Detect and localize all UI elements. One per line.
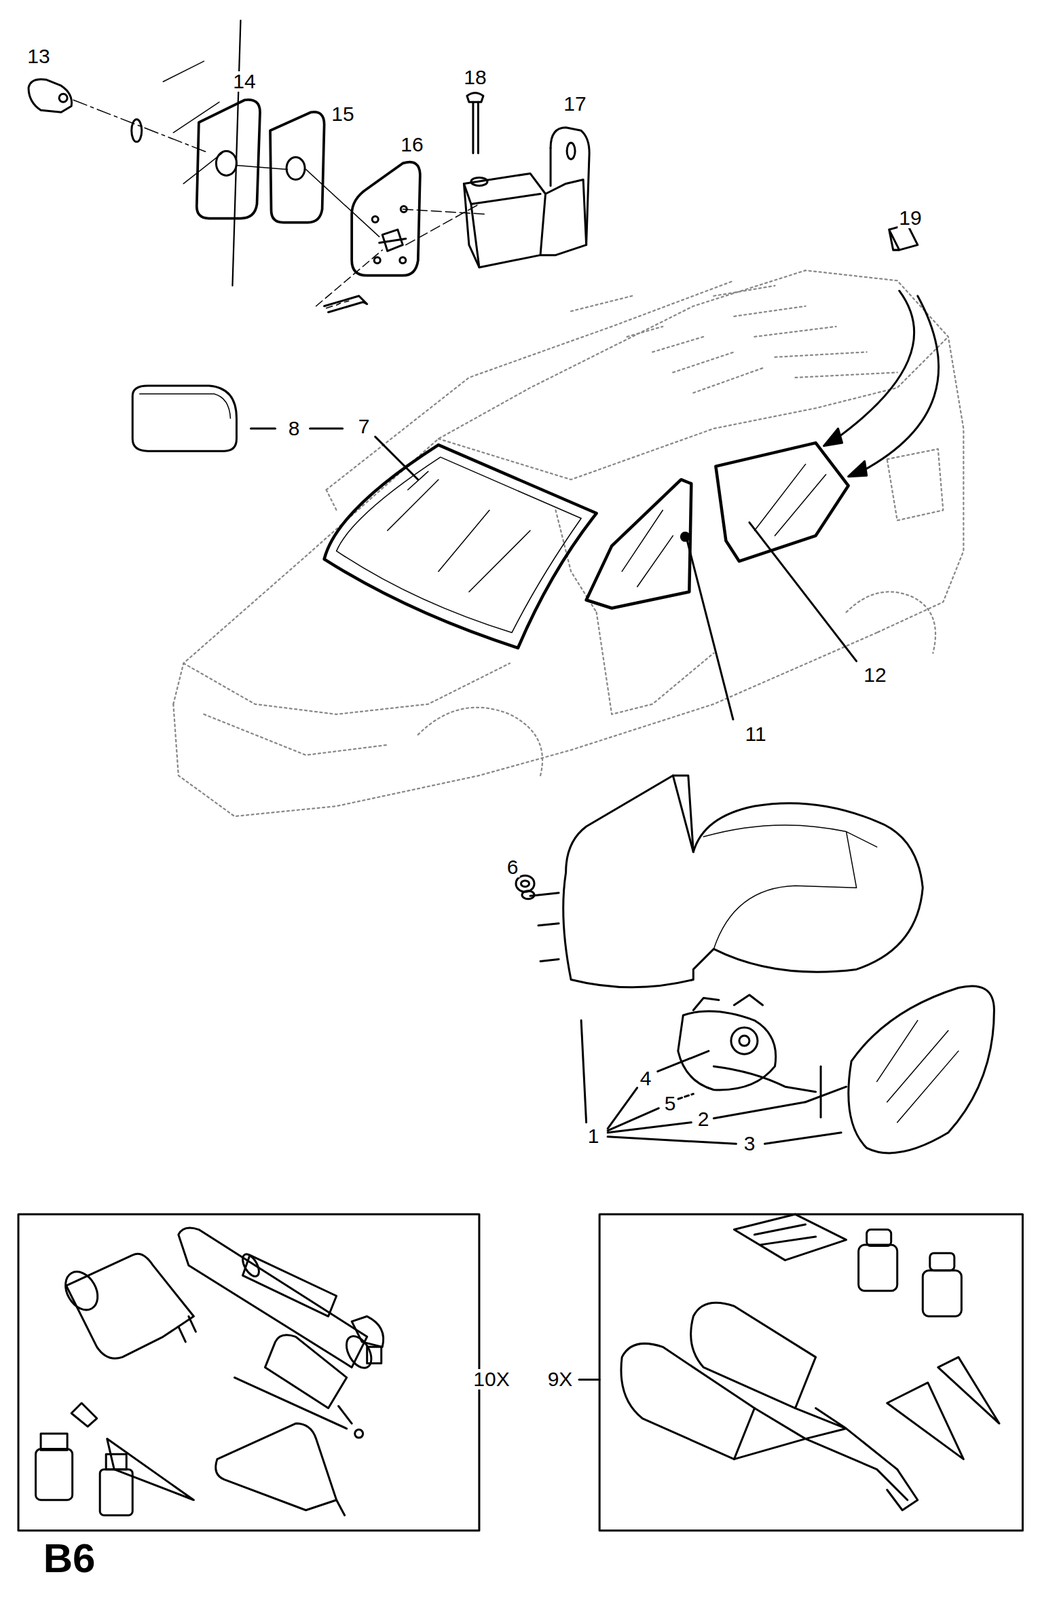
callout-number: 19 bbox=[897, 207, 923, 229]
page-code: B6 bbox=[42, 1537, 98, 1579]
callout-number: 5 bbox=[663, 1092, 678, 1114]
callout-number: 4 bbox=[638, 1067, 654, 1089]
callout-number: 8 bbox=[287, 418, 302, 439]
callout-number: 15 bbox=[329, 103, 356, 125]
callout-number: 13 bbox=[25, 46, 51, 67]
car-body bbox=[173, 270, 964, 816]
callout-number: 17 bbox=[562, 93, 588, 115]
callout-number: 1 bbox=[586, 1125, 601, 1146]
callout-number: 10X bbox=[471, 1368, 511, 1389]
callout-number: 11 bbox=[743, 723, 768, 745]
callout-number: 16 bbox=[399, 134, 425, 155]
callout-number: 3 bbox=[742, 1133, 757, 1154]
callout-number: 9X bbox=[546, 1368, 575, 1389]
callout-number: 2 bbox=[696, 1108, 711, 1129]
callout-number: 18 bbox=[462, 67, 488, 88]
callout-number: 7 bbox=[357, 416, 372, 437]
callout-number: 14 bbox=[231, 71, 257, 92]
callout-number: 12 bbox=[862, 664, 888, 685]
callout-number: 6 bbox=[505, 856, 520, 878]
